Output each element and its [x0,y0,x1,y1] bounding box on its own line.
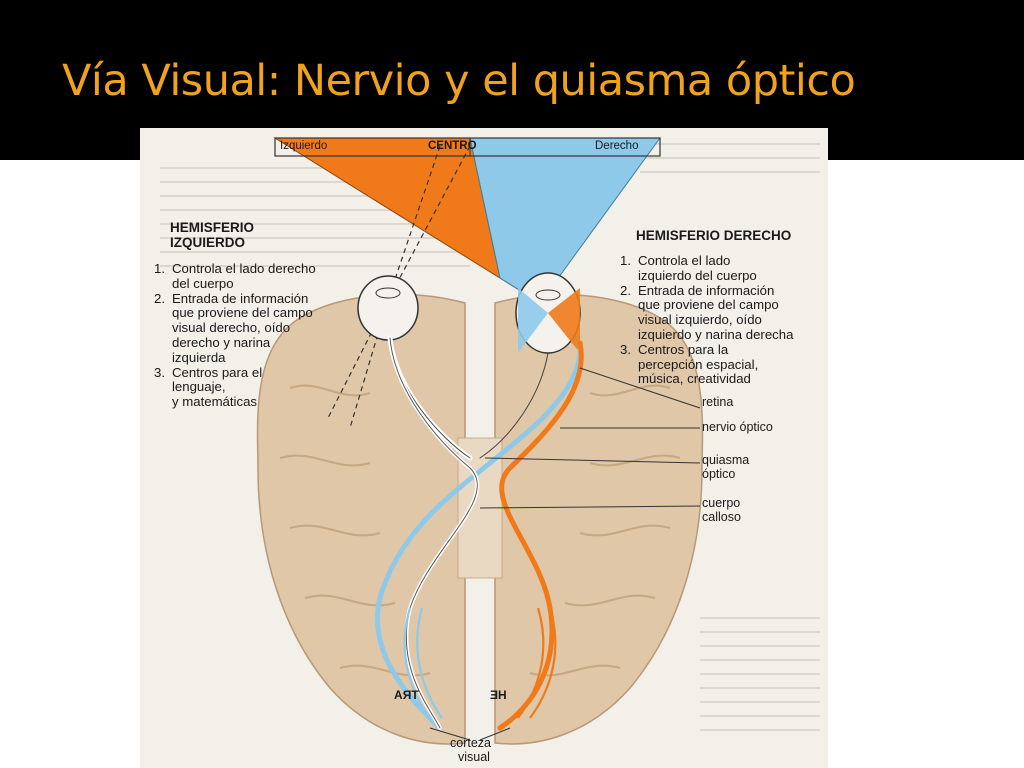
brain-left-hemisphere [256,293,466,745]
optic-pathways [375,335,584,731]
visual-pathway-figure: Izquierdo CENTRO Derecho HEMISFERIO IZQU… [140,128,828,768]
brain-right-hemisphere [494,293,704,745]
right-eye-lens [535,289,561,301]
visual-field-bar [274,137,661,157]
background-scan-texture [160,143,820,731]
left-eye [357,275,419,341]
right-hemisphere-heading: HEMISFERIO DERECHO [636,228,792,243]
visual-cortex-fibers [403,607,557,719]
left-eye-lens [375,287,401,299]
slide-title: Vía Visual: Nervio y el quiasma óptico [62,56,856,106]
retina-label: retina [702,395,734,409]
mirrored-label-left: TRA [394,688,419,702]
visual-field-center-label: CENTRO [428,140,477,152]
optic-nerve-label: nervio óptico [702,420,773,434]
corpus-callosum-label-1: cuerpo [702,496,741,510]
visual-field-right-label: Derecho [595,140,639,152]
right-eye-orange-wedge [548,288,580,353]
brain-folds [279,384,681,677]
visual-pathway-diagram [160,137,820,745]
optic-chiasm-label-2: óptico [702,467,736,481]
label-leader-lines [429,367,701,741]
visual-cortex-label-2: visual [458,750,490,764]
optic-chiasm-label-1: quiasma [702,453,750,467]
right-eye-field-wedge [518,288,548,353]
visual-field-left-label: Izquierdo [280,140,328,152]
mirrored-label-right: HE [490,688,507,702]
corpus-callosum-label-2: calloso [702,510,741,524]
visual-cortex-label-1: corteza [450,736,491,750]
left-hemisphere-heading-1: HEMISFERIO [170,220,255,235]
left-hemisphere-heading-2: IZQUIERDO [170,235,246,250]
